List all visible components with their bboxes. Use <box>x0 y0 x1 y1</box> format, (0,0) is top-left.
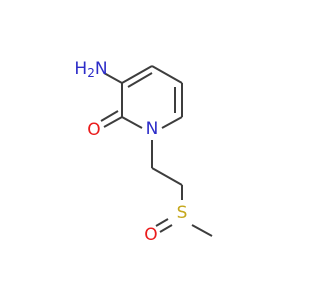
bond-s-o <box>159 224 173 233</box>
bond-c2-o-double <box>100 110 119 122</box>
sulfoxide-oxygen-label: O <box>144 225 157 245</box>
bond-s-o-double <box>155 218 169 227</box>
bond-c3-nh2 <box>103 72 123 84</box>
ring-nitrogen-label: N <box>146 119 159 139</box>
amine-hydrogen: H <box>74 59 87 79</box>
carbonyl-oxygen-label: O <box>87 120 100 140</box>
structure-diagram: H2N O N S O <box>74 59 213 245</box>
amine-nitrogen: N <box>95 59 108 79</box>
amine-label: H2N <box>74 59 107 80</box>
bond-n1-c2 <box>121 116 143 129</box>
bond-c2-o <box>103 116 123 128</box>
bond-ch2-ch2 <box>151 167 183 186</box>
svg-text:H2N: H2N <box>74 59 107 80</box>
bond-c3-c4-double <box>127 72 153 88</box>
bond-c4-c5 <box>151 65 183 84</box>
bond-c6-n1 <box>161 116 183 129</box>
bond-c3-c4 <box>121 65 153 84</box>
amine-subscript: 2 <box>87 66 95 80</box>
sulfur-label: S <box>177 203 188 223</box>
bond-s-ch3 <box>191 224 213 237</box>
